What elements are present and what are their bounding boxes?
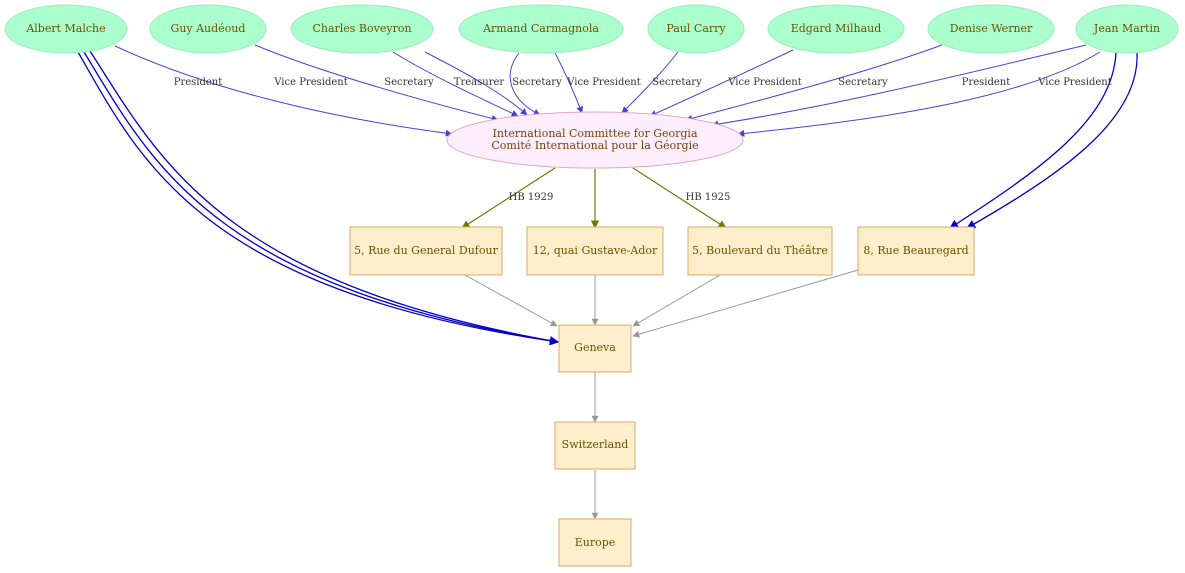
address-shape	[526, 226, 664, 276]
person-name: Armand Carmagnola	[482, 22, 599, 35]
edge-audeoud-vice-president	[254, 44, 499, 122]
country-name: Switzerland	[562, 438, 629, 451]
address-name: 5, Boulevard du Théâtre	[692, 244, 828, 257]
edge-icg-theatre	[632, 167, 727, 229]
label-malche-president: President	[174, 77, 223, 88]
organization-name-french: Comité International pour la Géorgie	[491, 139, 698, 152]
person-shape	[290, 4, 434, 54]
edge-labels: President Vice President Secretary Treas…	[174, 77, 1112, 203]
address-shape	[349, 226, 503, 276]
edge-martin-beauregard-1	[949, 52, 1117, 229]
continent-node[interactable]: Europe	[558, 518, 632, 567]
address-node[interactable]: 12, quai Gustave-Ador	[526, 226, 664, 276]
person-shape	[4, 4, 128, 54]
address-shape	[687, 226, 833, 276]
edge-malche-president	[114, 45, 453, 137]
edge-carry-secretary	[621, 51, 679, 114]
edge-carmagnola-vice-president	[554, 52, 583, 114]
label-icg-dufour: HB 1929	[509, 192, 554, 203]
label-carmagnola-vice-president: Vice President	[566, 77, 640, 88]
person-shape	[1075, 4, 1179, 54]
edge-theatre-geneva	[632, 274, 721, 327]
label-milhaud-vice-president: Vice President	[727, 77, 801, 88]
label-icg-theatre: HB 1925	[686, 192, 731, 203]
person-shape	[767, 4, 905, 54]
person-node[interactable]: Denise Werner	[927, 4, 1055, 54]
edge-milhaud-vice-president	[649, 49, 794, 117]
person-name: Jean Martin	[1093, 22, 1160, 35]
person-name: Edgard Milhaud	[791, 22, 882, 35]
edge-werner-secretary	[685, 44, 943, 122]
address-name: 12, quai Gustave-Ador	[533, 244, 658, 257]
city-name: Geneva	[574, 341, 616, 354]
person-shape	[149, 4, 267, 54]
person-node[interactable]: Armand Carmagnola	[458, 4, 624, 54]
city-shape	[558, 324, 632, 373]
person-shape	[647, 4, 745, 54]
label-carmagnola-treasurer: Treasurer	[454, 77, 505, 88]
edge-martin-vice-president	[737, 51, 1101, 137]
edge-icg-dufour	[461, 167, 556, 229]
address-name: 8, Rue Beauregard	[863, 244, 968, 257]
person-name: Albert Malche	[25, 22, 105, 35]
continent-name: Europe	[575, 536, 616, 549]
label-boveyron-secretary: Secretary	[384, 77, 434, 88]
city-node[interactable]: Geneva	[558, 324, 632, 373]
person-name: Guy Audéoud	[171, 22, 246, 35]
person-node[interactable]: Paul Carry	[647, 4, 745, 54]
label-audeoud-vice-president: Vice President	[273, 77, 347, 88]
person-shape	[458, 4, 624, 54]
label-carmagnola-secretary: Secretary	[512, 77, 562, 88]
edge-carmagnola-secretary	[509, 52, 541, 116]
person-node[interactable]: Charles Boveyron	[290, 4, 434, 54]
edge-malche-geneva-3	[89, 50, 559, 346]
edge-beauregard-geneva	[632, 269, 859, 338]
edge-malche-geneva-1	[77, 51, 559, 346]
person-node[interactable]: Jean Martin	[1075, 4, 1179, 54]
address-shape	[857, 226, 975, 276]
address-node[interactable]: 5, Boulevard du Théâtre	[687, 226, 833, 276]
person-name: Paul Carry	[666, 22, 726, 35]
edge-carmagnola-treasurer	[424, 51, 528, 116]
country-shape	[554, 421, 636, 470]
person-node[interactable]: Guy Audéoud	[149, 4, 267, 54]
edges-layer	[77, 44, 1138, 520]
edge-malche-geneva-2	[83, 51, 559, 346]
person-shape	[927, 4, 1055, 54]
edge-boveyron-secretary	[392, 51, 519, 117]
edge-martin-beauregard-2	[966, 52, 1138, 229]
label-martin-vice-president: Vice President	[1037, 77, 1111, 88]
person-node[interactable]: Edgard Milhaud	[767, 4, 905, 54]
edge-martin-president	[711, 44, 1087, 128]
address-node[interactable]: 8, Rue Beauregard	[857, 226, 975, 276]
address-node[interactable]: 5, Rue du General Dufour	[349, 226, 503, 276]
nodes-layer: Albert Malche Guy Audéoud Charles Boveyr…	[4, 4, 1179, 567]
country-node[interactable]: Switzerland	[554, 421, 636, 470]
address-name: 5, Rue du General Dufour	[354, 244, 498, 257]
label-werner-secretary: Secretary	[838, 77, 888, 88]
person-node[interactable]: Albert Malche	[4, 4, 128, 54]
organization-node[interactable]: International Committee for Georgia Comi…	[446, 111, 744, 169]
label-carry-secretary: Secretary	[652, 77, 702, 88]
organization-name-english: International Committee for Georgia	[493, 127, 698, 140]
person-name: Charles Boveyron	[312, 22, 411, 35]
edge-dufour-geneva	[464, 274, 558, 327]
person-name: Denise Werner	[950, 22, 1033, 35]
continent-shape	[558, 518, 632, 567]
label-martin-president: President	[962, 77, 1011, 88]
organization-shape	[446, 111, 744, 169]
